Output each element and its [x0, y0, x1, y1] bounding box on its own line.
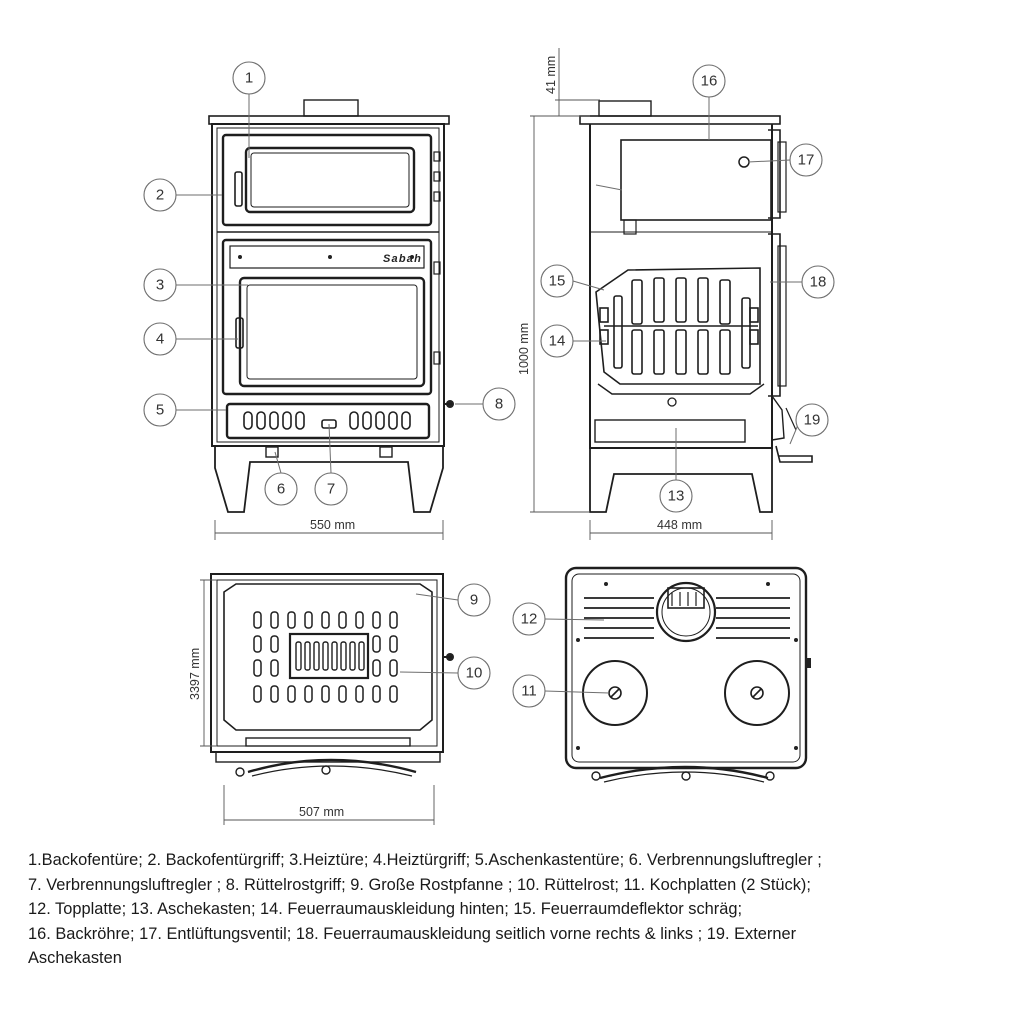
callout-11: 11 — [512, 674, 546, 708]
height-label: 1000 mm — [517, 323, 531, 375]
stove-technical-drawing: Sabah — [143, 48, 835, 825]
svg-text:19: 19 — [804, 412, 821, 429]
svg-text:2: 2 — [156, 187, 164, 204]
svg-text:12: 12 — [521, 611, 538, 628]
callout-19: 19 — [795, 403, 829, 437]
top-offset-label: 41 mm — [544, 56, 558, 94]
svg-text:7: 7 — [327, 481, 335, 498]
callout-15: 15 — [540, 264, 574, 298]
svg-text:18: 18 — [810, 274, 827, 291]
plan-view-grate — [210, 573, 454, 777]
callout-6: 6 — [264, 472, 298, 506]
callout-18: 18 — [801, 265, 835, 299]
callout-4: 4 — [143, 322, 177, 356]
callout-16: 16 — [692, 64, 726, 98]
legend-line: 7. Verbrennungsluftregler ; 8. Rüttelros… — [28, 875, 811, 894]
callout-14: 14 — [540, 324, 574, 358]
callout-9: 9 — [457, 583, 491, 617]
side-depth-dimension: 448 mm — [589, 518, 773, 540]
side-view — [579, 100, 813, 513]
callout-3: 3 — [143, 268, 177, 302]
height-dimension: 1000 mm — [517, 115, 590, 513]
callout-1: 1 — [232, 61, 266, 95]
svg-text:6: 6 — [277, 481, 285, 498]
svg-text:11: 11 — [521, 683, 537, 700]
legend-line: Aschekasten — [28, 949, 122, 967]
callout-5: 5 — [143, 393, 177, 427]
front-width-label: 550 mm — [310, 518, 355, 532]
plan-depth-label: 3397 mm — [188, 648, 202, 700]
svg-text:13: 13 — [668, 488, 685, 505]
callout-7: 7 — [314, 472, 348, 506]
svg-text:14: 14 — [549, 333, 566, 350]
callout-12: 12 — [512, 602, 546, 636]
svg-text:8: 8 — [495, 396, 503, 413]
svg-text:5: 5 — [156, 402, 164, 419]
brand-label: Sabah — [383, 253, 422, 265]
svg-text:3: 3 — [156, 277, 164, 294]
legend-line: 16. Backröhre; 17. Entlüftungsventil; 18… — [28, 924, 797, 943]
plan-width-dimension: 507 mm — [223, 785, 435, 825]
callout-17: 17 — [789, 143, 823, 177]
callout-13: 13 — [659, 479, 693, 513]
svg-text:17: 17 — [798, 152, 815, 169]
front-width-dimension: 550 mm — [214, 518, 444, 540]
svg-text:10: 10 — [466, 665, 483, 682]
callout-2: 2 — [143, 178, 177, 212]
top-view-plate — [564, 566, 811, 783]
legend-line: 1.Backofentüre; 2. Backofentürgriff; 3.H… — [28, 851, 822, 869]
side-depth-label: 448 mm — [657, 518, 702, 532]
legend-line: 12. Topplatte; 13. Aschekasten; 14. Feue… — [28, 900, 743, 918]
svg-text:4: 4 — [156, 331, 164, 348]
plan-width-label: 507 mm — [299, 805, 344, 819]
plan-depth-dimension: 3397 mm — [188, 579, 217, 747]
front-view: Sabah — [208, 99, 454, 513]
parts-legend: 1.Backofentüre; 2. Backofentürgriff; 3.H… — [28, 848, 1013, 971]
svg-text:1: 1 — [245, 70, 253, 87]
svg-text:15: 15 — [549, 273, 566, 290]
callout-8: 8 — [482, 387, 516, 421]
top-offset-dimension: 41 mm — [544, 48, 600, 116]
svg-text:9: 9 — [470, 592, 478, 609]
svg-text:16: 16 — [701, 73, 718, 90]
callout-10: 10 — [457, 656, 491, 690]
